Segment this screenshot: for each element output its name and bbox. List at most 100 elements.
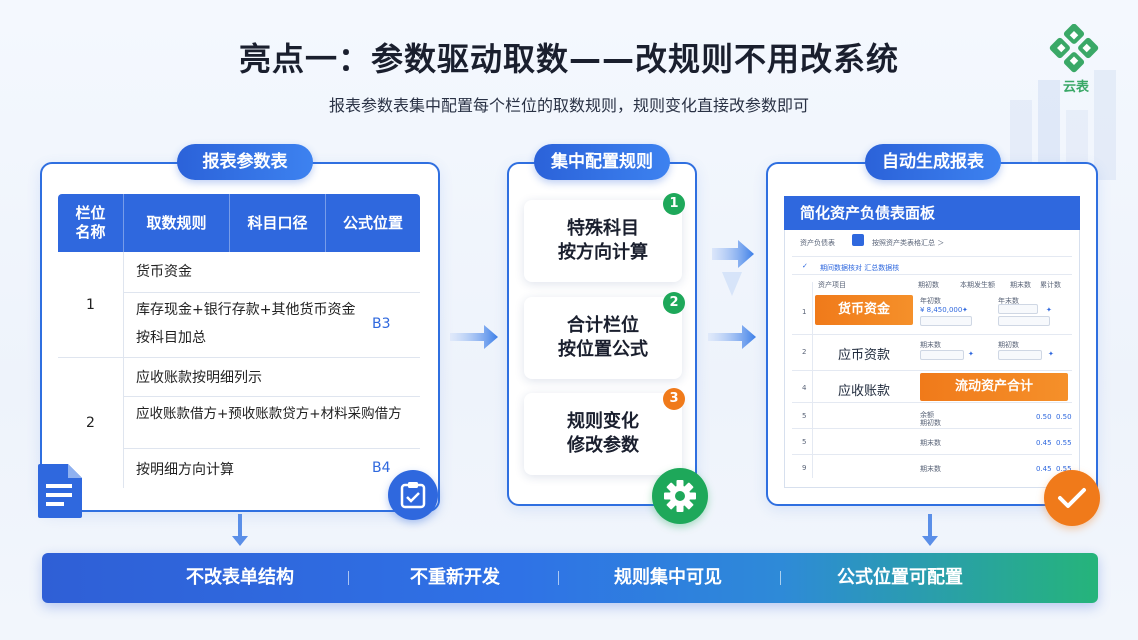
clipboard-check-icon bbox=[388, 470, 438, 520]
column-header-subject: 科目口径 bbox=[230, 194, 326, 252]
benefit-rules-visible: 规则集中可见 bbox=[614, 567, 722, 588]
mini-row-number: 4 bbox=[802, 384, 807, 392]
row-rule-text: 库存现金+银行存款+其他货币资金 bbox=[136, 302, 356, 318]
column-header-name: 栏位 名称 bbox=[58, 194, 124, 252]
cell-current-assets-total: 流动资产合计 bbox=[920, 373, 1068, 401]
mini-col-label: 资产项目 bbox=[818, 281, 846, 289]
table-row: 1 货币资金 库存现金+银行存款+其他货币资金 按科目加总 B3 bbox=[58, 252, 420, 358]
row-formula-position: B3 bbox=[372, 316, 391, 332]
mini-row-number: 5 bbox=[802, 438, 807, 446]
mini-filter-text: 期间数据核对 汇总数据核 bbox=[820, 264, 900, 272]
mini-cell-value: ✦ bbox=[968, 350, 974, 358]
mini-cell-label: 年末数 bbox=[998, 297, 1019, 305]
logo-text: 云表 bbox=[1062, 80, 1089, 95]
row-formula-position: B4 bbox=[372, 460, 391, 476]
mini-row-number: 5 bbox=[802, 412, 807, 420]
mini-col-label: 累计数 bbox=[1040, 281, 1061, 289]
benefit-formula-configurable: 公式位置可配置 bbox=[837, 567, 963, 588]
mini-cell-label: 年初数 bbox=[920, 297, 941, 305]
logo-icon bbox=[1049, 24, 1099, 73]
row-divider bbox=[124, 292, 420, 293]
flow-arrow-icon bbox=[712, 240, 754, 296]
mini-cell-label: 期末数 bbox=[920, 439, 941, 447]
mini-cell-value: 0.55 bbox=[1056, 439, 1072, 447]
mini-toolbar-button[interactable] bbox=[852, 234, 864, 246]
mini-input[interactable] bbox=[920, 350, 964, 360]
mini-row-number: 1 bbox=[802, 308, 807, 316]
cell-cash-payable: 应币资款 bbox=[837, 348, 890, 363]
mini-divider bbox=[812, 282, 813, 478]
table-header-row: 栏位 名称 取数规则 科目口径 公式位置 bbox=[58, 194, 420, 252]
row-subject-text: 按科目加总 bbox=[136, 330, 206, 346]
mini-row-number: 2 bbox=[802, 348, 807, 356]
mini-row-number: 9 bbox=[802, 464, 807, 472]
flow-arrow-icon bbox=[450, 325, 498, 349]
mini-cell-value: 0.50 bbox=[1056, 413, 1072, 421]
mini-divider bbox=[792, 402, 1072, 403]
benefit-separator bbox=[558, 571, 559, 585]
step-badge-3: 3 bbox=[663, 388, 685, 410]
mini-cell-value: 0.50 bbox=[1036, 413, 1052, 421]
row-rule-text: 应收账款借方+预收账款贷方+材料采购借方 bbox=[136, 406, 402, 422]
mini-divider bbox=[792, 274, 1072, 275]
mini-cell-value: ✦ bbox=[1046, 306, 1052, 314]
mini-divider bbox=[792, 454, 1072, 455]
down-arrow-icon bbox=[922, 514, 938, 546]
mini-col-label: 期末数 bbox=[1010, 281, 1031, 289]
cell-accounts-receivable: 应收账款 bbox=[837, 384, 890, 399]
mini-divider bbox=[792, 370, 1072, 371]
mini-cell-value: ¥ 8,450,000 bbox=[920, 306, 963, 314]
mini-report bbox=[784, 196, 1080, 488]
benefit-separator bbox=[780, 571, 781, 585]
auto-report-header: 自动生成报表 bbox=[865, 144, 1001, 180]
mini-cell-value: ✦ bbox=[1048, 350, 1054, 358]
mini-cell-label: 余额 bbox=[920, 411, 934, 419]
row-number: 1 bbox=[58, 252, 124, 358]
column-header-formula: 公式位置 bbox=[342, 213, 403, 232]
row-divider bbox=[124, 396, 420, 397]
row-field-name: 应收账款按明细列示 bbox=[136, 370, 262, 386]
gear-icon bbox=[652, 468, 708, 524]
page-title: 亮点一：参数驱动取数——改规则不用改系统 bbox=[238, 40, 899, 78]
mini-toolbar-path: 按照资产类表格汇总 ＞ bbox=[872, 239, 945, 247]
mini-input[interactable] bbox=[920, 316, 972, 326]
rule-card-rule-change: 规则变化修改参数 bbox=[524, 393, 682, 475]
rule-card-total-field: 合计栏位按位置公式 bbox=[524, 297, 682, 379]
down-arrow-icon bbox=[232, 514, 248, 546]
rule-card-special-subject: 特殊科目按方向计算 bbox=[524, 200, 682, 282]
benefit-no-redevelopment: 不重新开发 bbox=[410, 567, 500, 588]
mini-divider bbox=[792, 256, 1072, 257]
mini-input[interactable] bbox=[998, 350, 1042, 360]
cell-cash-highlight: 货币资金 bbox=[815, 295, 913, 325]
mini-col-label: 本期发生额 bbox=[960, 281, 995, 289]
benefit-no-form-change: 不改表单结构 bbox=[186, 567, 294, 588]
mini-cell-value: 0.45 bbox=[1036, 465, 1052, 473]
mini-col-label: 期初数 bbox=[918, 281, 939, 289]
row-subject-text: 按明细方向计算 bbox=[136, 462, 234, 478]
row-field-name: 货币资金 bbox=[136, 264, 192, 280]
mini-divider bbox=[792, 334, 1072, 335]
page-subtitle: 报表参数表集中配置每个栏位的取数规则，规则变化直接改参数即可 bbox=[328, 96, 809, 115]
flow-arrow-icon bbox=[708, 325, 756, 349]
parameter-table-header: 报表参数表 bbox=[177, 144, 313, 180]
table-row: 2 应收账款按明细列示 应收账款借方+预收账款贷方+材料采购借方 按明细方向计算… bbox=[58, 358, 420, 488]
mini-input[interactable] bbox=[998, 316, 1050, 326]
mini-check-mark: ✓ bbox=[802, 262, 808, 270]
mini-input[interactable] bbox=[998, 304, 1038, 314]
benefits-bar bbox=[42, 553, 1098, 603]
mini-cell-value: 0.55 bbox=[1056, 465, 1072, 473]
mini-cell-value: 0.45 bbox=[1036, 439, 1052, 447]
mini-divider bbox=[792, 428, 1072, 429]
column-header-rule: 取数规则 bbox=[124, 194, 230, 252]
row-number: 2 bbox=[58, 358, 124, 488]
benefit-separator bbox=[348, 571, 349, 585]
check-icon bbox=[1044, 470, 1100, 526]
document-icon bbox=[38, 464, 82, 518]
mini-cell-label: 期初数 bbox=[998, 341, 1019, 349]
step-badge-1: 1 bbox=[663, 193, 685, 215]
mini-report-title: 简化资产负债表面板 bbox=[784, 196, 1080, 230]
mini-cell-label: 期初数 bbox=[920, 419, 941, 427]
step-badge-2: 2 bbox=[663, 292, 685, 314]
mini-toolbar-label: 资产负债表 bbox=[800, 239, 835, 247]
config-rules-header: 集中配置规则 bbox=[534, 144, 670, 180]
